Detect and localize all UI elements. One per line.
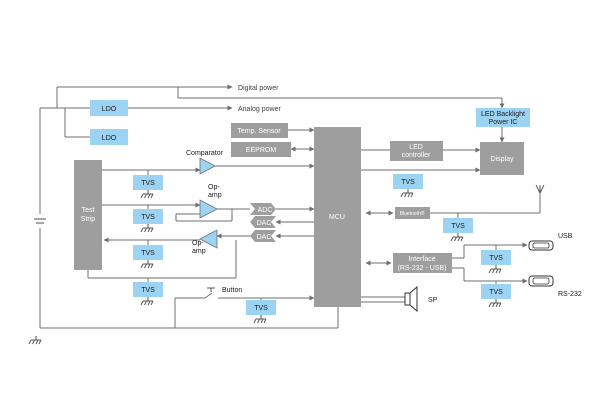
wiring: [39, 84, 541, 329]
svg-text:SP: SP: [428, 297, 438, 304]
svg-text:LDO: LDO: [102, 106, 117, 113]
svg-text:LDO: LDO: [102, 135, 117, 142]
svg-text:DAC: DAC: [257, 220, 272, 227]
svg-text:DAC: DAC: [257, 234, 272, 241]
svg-text:RS-232: RS-232: [558, 291, 582, 298]
svg-text:TVS: TVS: [141, 180, 155, 187]
svg-text:EEPROM: EEPROM: [246, 147, 277, 154]
tvs-4: TVS: [133, 282, 163, 297]
button-switch: Button: [207, 287, 242, 294]
svg-text:Temp. Sensor: Temp. Sensor: [237, 128, 281, 135]
block-interface: Interface (RS-232 - USB): [393, 253, 452, 273]
rs232-connector-icon: RS-232: [528, 275, 582, 298]
block-mcu: MCU: [314, 127, 361, 307]
svg-text:TVS: TVS: [451, 223, 465, 230]
svg-text:Strip: Strip: [81, 216, 96, 223]
usb-connector-icon: USB: [528, 233, 573, 251]
svg-text:Interface: Interface: [408, 256, 435, 263]
block-test-strip: Test Strip: [74, 160, 102, 270]
block-dac-2: DAC: [250, 230, 276, 242]
svg-text:TVS: TVS: [254, 305, 268, 312]
svg-text:controller: controller: [402, 152, 431, 159]
opamp-2-symbol: Op- amp: [192, 229, 218, 255]
block-ldo-2: LDO: [90, 129, 128, 145]
tvs-9: TVS: [481, 284, 511, 299]
svg-text:Display: Display: [491, 156, 514, 163]
svg-text:Bluetooth®: Bluetooth®: [400, 210, 425, 217]
tvs-7: TVS: [443, 218, 473, 233]
tvs-2: TVS: [133, 209, 163, 224]
block-eeprom: EEPROM: [231, 142, 291, 157]
block-dac-1: DAC: [250, 216, 276, 228]
block-led-backlight: LED Backlight Power IC: [476, 108, 530, 127]
tvs-5: TVS: [246, 300, 276, 315]
svg-text:Test: Test: [82, 207, 95, 214]
tvs-8: TVS: [481, 250, 511, 265]
rail-analog-power: Analog power: [238, 106, 281, 113]
block-ldo-1: LDO: [90, 100, 128, 116]
svg-text:Op-: Op-: [208, 184, 220, 191]
block-display: Display: [480, 142, 524, 175]
svg-text:(RS-232 - USB): (RS-232 - USB): [397, 265, 446, 272]
block-adc: ADC: [250, 203, 276, 215]
battery-icon: [34, 214, 46, 228]
svg-text:Button: Button: [222, 287, 242, 294]
antenna-icon: [535, 184, 545, 194]
svg-text:USB: USB: [558, 233, 573, 240]
svg-text:Comparator: Comparator: [186, 150, 224, 157]
svg-text:TVS: TVS: [401, 179, 415, 186]
svg-text:LED Backlight: LED Backlight: [481, 111, 525, 118]
svg-text:TVS: TVS: [141, 214, 155, 221]
svg-text:TVS: TVS: [141, 287, 155, 294]
tvs-6: TVS: [393, 174, 423, 189]
svg-text:Op-: Op-: [192, 240, 204, 247]
svg-text:ADC: ADC: [258, 207, 273, 214]
block-temp-sensor: Temp. Sensor: [231, 123, 288, 138]
tvs-1: TVS: [133, 175, 163, 190]
block-led-controller: LED controller: [390, 141, 443, 161]
speaker-icon: SP: [404, 285, 438, 313]
opamp-1-symbol: Op- amp: [199, 184, 222, 219]
svg-text:amp: amp: [192, 248, 206, 255]
tvs-3: TVS: [133, 245, 163, 260]
block-bluetooth: Bluetooth®: [395, 207, 430, 219]
svg-text:LED: LED: [409, 144, 423, 151]
svg-text:MCU: MCU: [329, 214, 345, 221]
svg-text:TVS: TVS: [489, 255, 503, 262]
svg-text:TVS: TVS: [489, 289, 503, 296]
svg-text:TVS: TVS: [141, 250, 155, 257]
comparator-symbol: Comparator: [186, 150, 224, 175]
rail-digital-power: Digital power: [238, 85, 279, 92]
svg-text:amp: amp: [208, 192, 222, 199]
svg-text:Power IC: Power IC: [489, 119, 518, 126]
